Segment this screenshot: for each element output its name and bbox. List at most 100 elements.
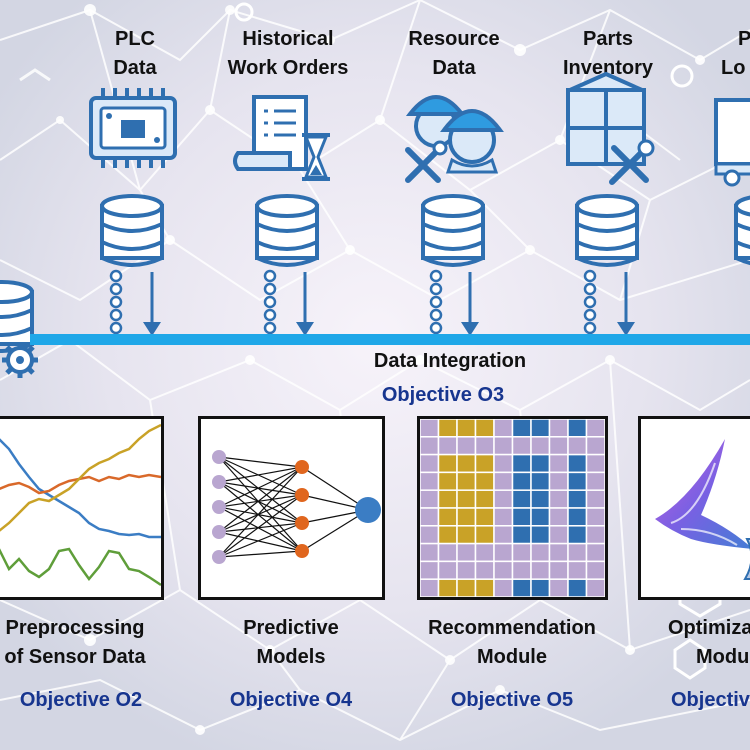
source-label-work-orders: Historical Work Orders <box>227 28 349 79</box>
matrix-cell <box>474 560 495 580</box>
matrix-cell <box>567 436 588 456</box>
matrix-cell <box>567 578 588 597</box>
matrix-cell <box>511 489 532 509</box>
matrix-cell <box>530 560 551 580</box>
matrix-cell <box>493 419 514 438</box>
matrix-cell <box>585 542 605 563</box>
matrix-cell <box>548 436 569 456</box>
matrix-cell <box>456 453 477 474</box>
matrix-cell <box>530 471 551 491</box>
matrix-cell <box>511 542 532 563</box>
logistics-truck-icon <box>714 98 750 187</box>
nn-edge <box>218 494 303 508</box>
source-label-logistics: P Lo <box>721 28 750 79</box>
matrix-cell <box>437 489 458 509</box>
nn-edge <box>218 494 303 533</box>
objective-o5: Objective O5 <box>450 689 574 711</box>
matrix-cell <box>437 436 458 456</box>
matrix-cell <box>474 453 495 474</box>
matrix-cell <box>585 453 605 474</box>
nn-edge <box>301 466 369 511</box>
database-icon <box>734 194 750 267</box>
matrix-cell <box>548 578 569 597</box>
matrix-cell <box>456 542 477 563</box>
matrix-cell <box>567 525 588 545</box>
matrix-cell <box>474 471 495 491</box>
matrix-cell <box>474 542 495 563</box>
matrix-cell <box>493 489 514 509</box>
recommendation-matrix <box>420 419 605 597</box>
nn-input-node <box>212 525 226 539</box>
matrix-cell <box>420 542 440 563</box>
nn-input-node <box>212 450 226 464</box>
matrix-cell <box>511 525 532 545</box>
source-label-resource: Resource Data <box>408 28 500 79</box>
nn-edge <box>218 522 303 533</box>
plc-chip-icon <box>89 88 177 168</box>
nn-input-node <box>212 500 226 514</box>
matrix-cell <box>437 419 458 438</box>
nn-edge <box>218 506 303 552</box>
matrix-cell <box>456 436 477 456</box>
database-icon <box>575 194 639 267</box>
matrix-cell <box>456 489 477 509</box>
nn-edge <box>218 466 303 483</box>
matrix-cell <box>456 507 477 527</box>
nn-edge <box>218 494 303 558</box>
module-label-optimization: Optimiza Modu <box>668 617 750 668</box>
matrix-cell <box>585 419 605 438</box>
nn-input-node <box>212 550 226 564</box>
nn-hidden-node <box>295 488 309 502</box>
matrix-cell <box>530 419 551 438</box>
matrix-cell <box>530 453 551 474</box>
integration-diagram <box>0 71 750 378</box>
nn-edge <box>218 466 303 508</box>
matrix-cell <box>456 578 477 597</box>
nn-edge <box>218 456 303 552</box>
matrix-cell <box>437 578 458 597</box>
matrix-cell <box>493 560 514 580</box>
matrix-cell <box>585 525 605 545</box>
matrix-cell <box>567 560 588 580</box>
matrix-cell <box>474 578 495 597</box>
database-icon <box>255 194 319 267</box>
module-label-preprocessing: Preprocessing of Sensor Data <box>4 617 146 668</box>
matrix-cell <box>474 436 495 456</box>
matrix-cell <box>511 471 532 491</box>
nn-input-node <box>212 475 226 489</box>
data-integration-bus <box>30 334 750 345</box>
matrix-cell <box>567 419 588 438</box>
nn-edge <box>218 456 303 496</box>
source-label-parts: Parts Inventory <box>562 28 654 79</box>
optimization-surface-icon <box>655 439 750 580</box>
matrix-cell <box>548 489 569 509</box>
matrix-cell <box>474 507 495 527</box>
nn-edge <box>218 550 303 558</box>
matrix-cell <box>511 560 532 580</box>
matrix-cell <box>567 489 588 509</box>
matrix-cell <box>474 489 495 509</box>
predictive-models-panel <box>198 416 385 600</box>
matrix-cell <box>530 507 551 527</box>
objective-o2: Objective O2 <box>19 689 143 711</box>
matrix-cell <box>437 542 458 563</box>
matrix-cell <box>456 471 477 491</box>
matrix-cell <box>493 542 514 563</box>
nn-edge <box>218 466 303 533</box>
matrix-cell <box>585 578 605 597</box>
sensor-series-blue <box>0 438 161 539</box>
nn-edge <box>218 531 303 552</box>
matrix-cell <box>493 453 514 474</box>
matrix-cell <box>420 507 440 527</box>
matrix-cell <box>437 453 458 474</box>
matrix-cell <box>585 507 605 527</box>
nn-output-node <box>355 497 381 523</box>
matrix-cell <box>585 489 605 509</box>
nn-edge <box>218 456 303 468</box>
matrix-cell <box>437 507 458 527</box>
matrix-cell <box>585 471 605 491</box>
matrix-cell <box>548 507 569 527</box>
matrix-cell <box>567 471 588 491</box>
sensor-series-green <box>0 547 161 587</box>
matrix-cell <box>474 419 495 438</box>
